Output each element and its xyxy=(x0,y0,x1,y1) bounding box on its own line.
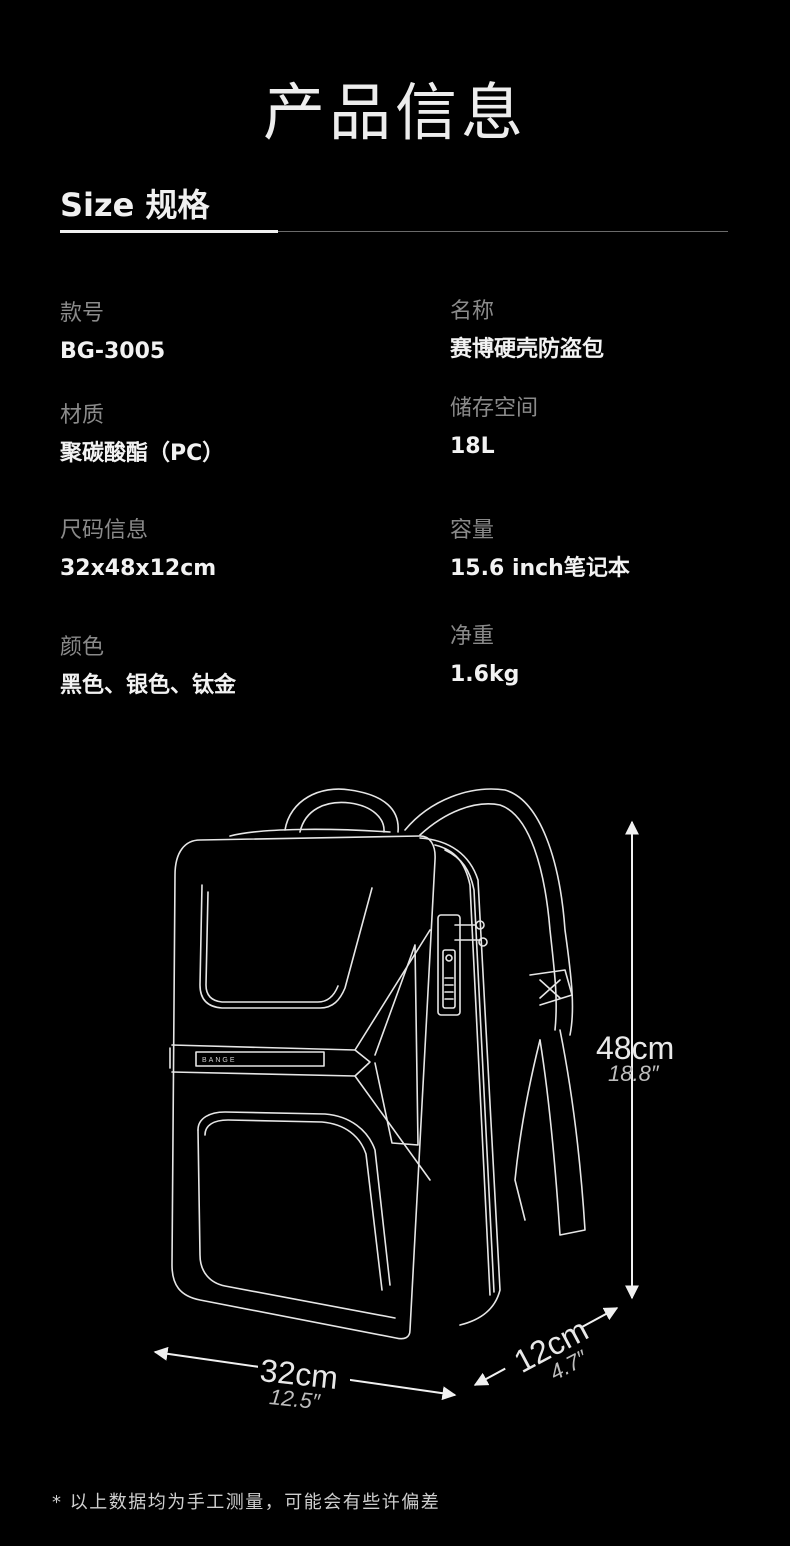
spec-label: 名称 xyxy=(450,299,495,324)
spec-label: 材质 xyxy=(60,403,105,428)
brand-text: BANGE xyxy=(202,1057,237,1064)
spec-model: 款号 BG-3005 xyxy=(60,299,390,367)
spec-label: 颜色 xyxy=(60,635,105,660)
spec-value: 1.6kg xyxy=(450,662,520,687)
spec-weight: 净重 1.6kg xyxy=(450,622,780,690)
spec-value: 18L xyxy=(450,434,495,459)
backpack-illustration: BANGE xyxy=(153,788,639,1401)
footnote: * 以上数据均为手工测量，可能会有些许偏差 xyxy=(52,1492,441,1513)
spec-label: 款号 xyxy=(60,301,105,326)
spec-material: 材质 聚碳酸酯（PC） xyxy=(60,401,390,469)
width-dimension: 32cm 12.5″ xyxy=(256,1352,340,1417)
spec-color: 颜色 黑色、银色、钛金 xyxy=(60,633,390,701)
spec-label: 容量 xyxy=(450,518,495,543)
height-cm: 48cm xyxy=(596,1030,675,1066)
spec-value: 32x48x12cm xyxy=(60,556,217,581)
spec-label: 储存空间 xyxy=(450,396,539,421)
spec-capacity: 容量 15.6 inch笔记本 xyxy=(450,516,780,584)
spec-value: BG-3005 xyxy=(60,339,166,364)
spec-label: 尺码信息 xyxy=(60,518,149,543)
height-dimension: 48cm 18.8″ xyxy=(596,1030,674,1087)
spec-storage: 储存空间 18L xyxy=(450,394,780,462)
spec-value: 15.6 inch笔记本 xyxy=(450,556,630,581)
spec-value: 聚碳酸酯（PC） xyxy=(60,441,225,466)
height-inch: 18.8″ xyxy=(608,1061,659,1086)
section-divider-accent xyxy=(60,230,278,233)
section-divider xyxy=(60,231,728,232)
size-section-heading: Size 规格 xyxy=(60,186,210,224)
spec-label: 净重 xyxy=(450,624,495,649)
spec-value: 黑色、银色、钛金 xyxy=(60,673,237,698)
spec-value: 赛博硬壳防盗包 xyxy=(450,337,605,362)
spec-name: 名称 赛博硬壳防盗包 xyxy=(450,297,780,365)
spec-size: 尺码信息 32x48x12cm xyxy=(60,516,390,584)
page-title: 产品信息 xyxy=(262,76,527,149)
